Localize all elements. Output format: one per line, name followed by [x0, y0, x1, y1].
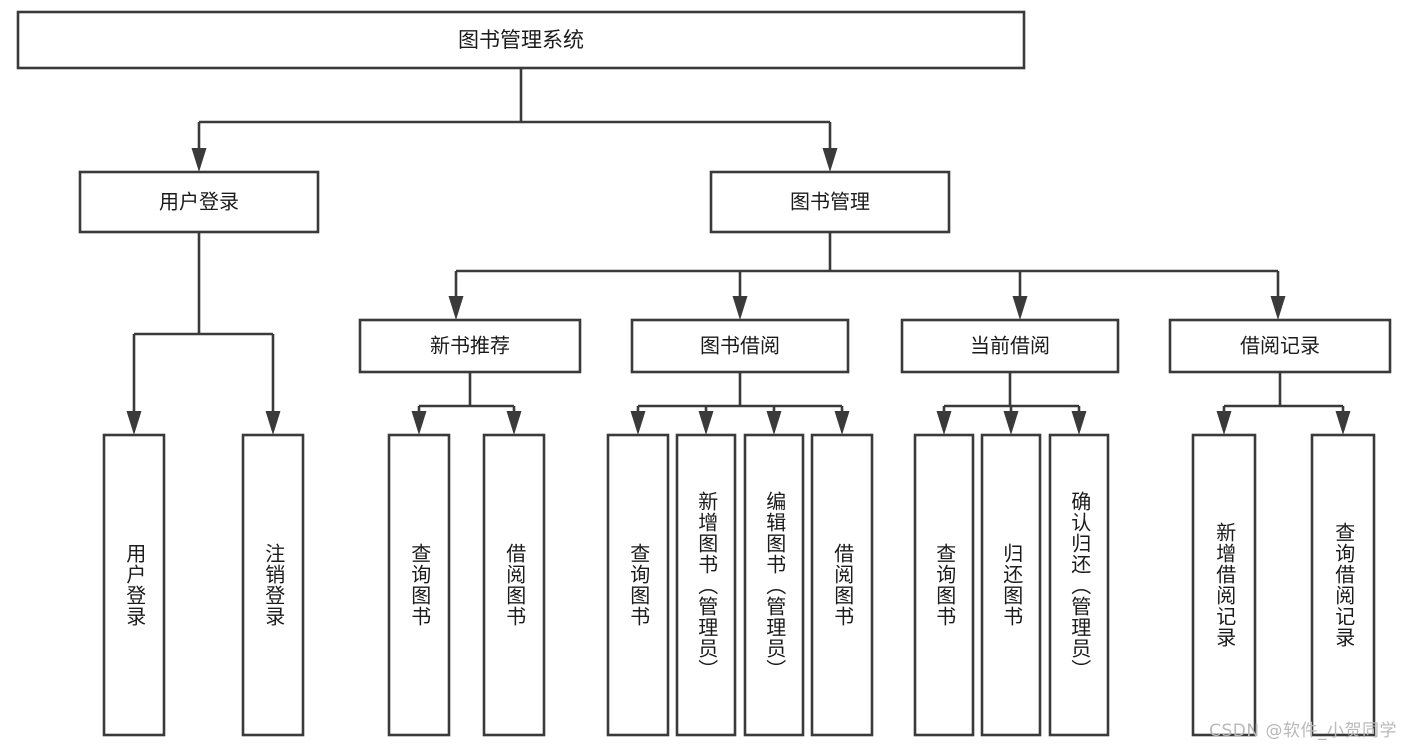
arrow-head-icon	[1270, 296, 1286, 320]
arrow-head-icon	[1003, 411, 1019, 435]
root-node-label: 图书管理系统	[458, 28, 584, 52]
leaf-node-1-box[interactable]	[241, 433, 305, 737]
connector-group	[630, 372, 850, 435]
arrow-head-icon	[834, 411, 850, 435]
level2-node-1-label: 图书管理	[790, 190, 870, 214]
arrow-head-icon	[630, 411, 646, 435]
arrow-head-icon	[506, 411, 522, 435]
level2-node-0-box[interactable]	[78, 170, 320, 234]
connector-group	[411, 372, 522, 435]
level3-node-3-box[interactable]	[1168, 318, 1392, 374]
leaf-node-11-box[interactable]	[1191, 433, 1257, 737]
arrow-head-icon	[1335, 411, 1351, 435]
arrow-head-icon	[1012, 296, 1028, 320]
connector-group	[936, 372, 1087, 435]
level2-node-0-label: 用户登录	[159, 190, 239, 214]
arrow-head-icon	[448, 296, 464, 320]
level3-node-2-box[interactable]	[900, 318, 1120, 374]
arrow-head-icon	[766, 411, 782, 435]
leaf-node-0-box[interactable]	[102, 433, 166, 737]
arrow-head-icon	[411, 411, 427, 435]
leaf-node-6-box[interactable]	[743, 433, 805, 737]
connector-group	[126, 232, 281, 435]
arrow-head-icon	[265, 411, 281, 435]
leaf-node-9-box[interactable]	[980, 433, 1042, 737]
level2-node-1-box[interactable]	[709, 170, 951, 234]
level3-node-1-label: 图书借阅	[700, 334, 780, 358]
connector-group	[1216, 372, 1351, 435]
level3-node-0-label: 新书推荐	[430, 334, 510, 358]
leaf-node-12-box[interactable]	[1310, 433, 1376, 737]
leaf-node-8-box[interactable]	[913, 433, 975, 737]
leaf-node-3-box[interactable]	[482, 433, 546, 737]
watermark-text: CSDN @软件_小贺同学	[1209, 721, 1397, 741]
arrow-head-icon	[822, 148, 838, 172]
root-node-box[interactable]	[16, 10, 1026, 70]
leaf-node-10-box[interactable]	[1048, 433, 1110, 737]
connector-group	[191, 68, 838, 172]
arrow-head-icon	[698, 411, 714, 435]
level3-node-0-box[interactable]	[358, 318, 582, 374]
arrow-head-icon	[191, 148, 207, 172]
level3-node-1-box[interactable]	[630, 318, 850, 374]
leaf-node-5-box[interactable]	[675, 433, 737, 737]
level3-node-2-label: 当前借阅	[970, 334, 1050, 358]
arrow-head-icon	[936, 411, 952, 435]
leaf-node-7-box[interactable]	[810, 433, 874, 737]
connector-edges-layer	[126, 68, 1351, 435]
arrow-head-icon	[1216, 411, 1232, 435]
connector-group	[448, 232, 1286, 320]
node-boxes-layer	[16, 10, 1392, 737]
arrow-head-icon	[732, 296, 748, 320]
leaf-node-2-box[interactable]	[387, 433, 451, 737]
level3-node-3-label: 借阅记录	[1240, 334, 1320, 358]
arrow-head-icon	[126, 411, 142, 435]
leaf-node-4-box[interactable]	[606, 433, 670, 737]
arrow-head-icon	[1071, 411, 1087, 435]
